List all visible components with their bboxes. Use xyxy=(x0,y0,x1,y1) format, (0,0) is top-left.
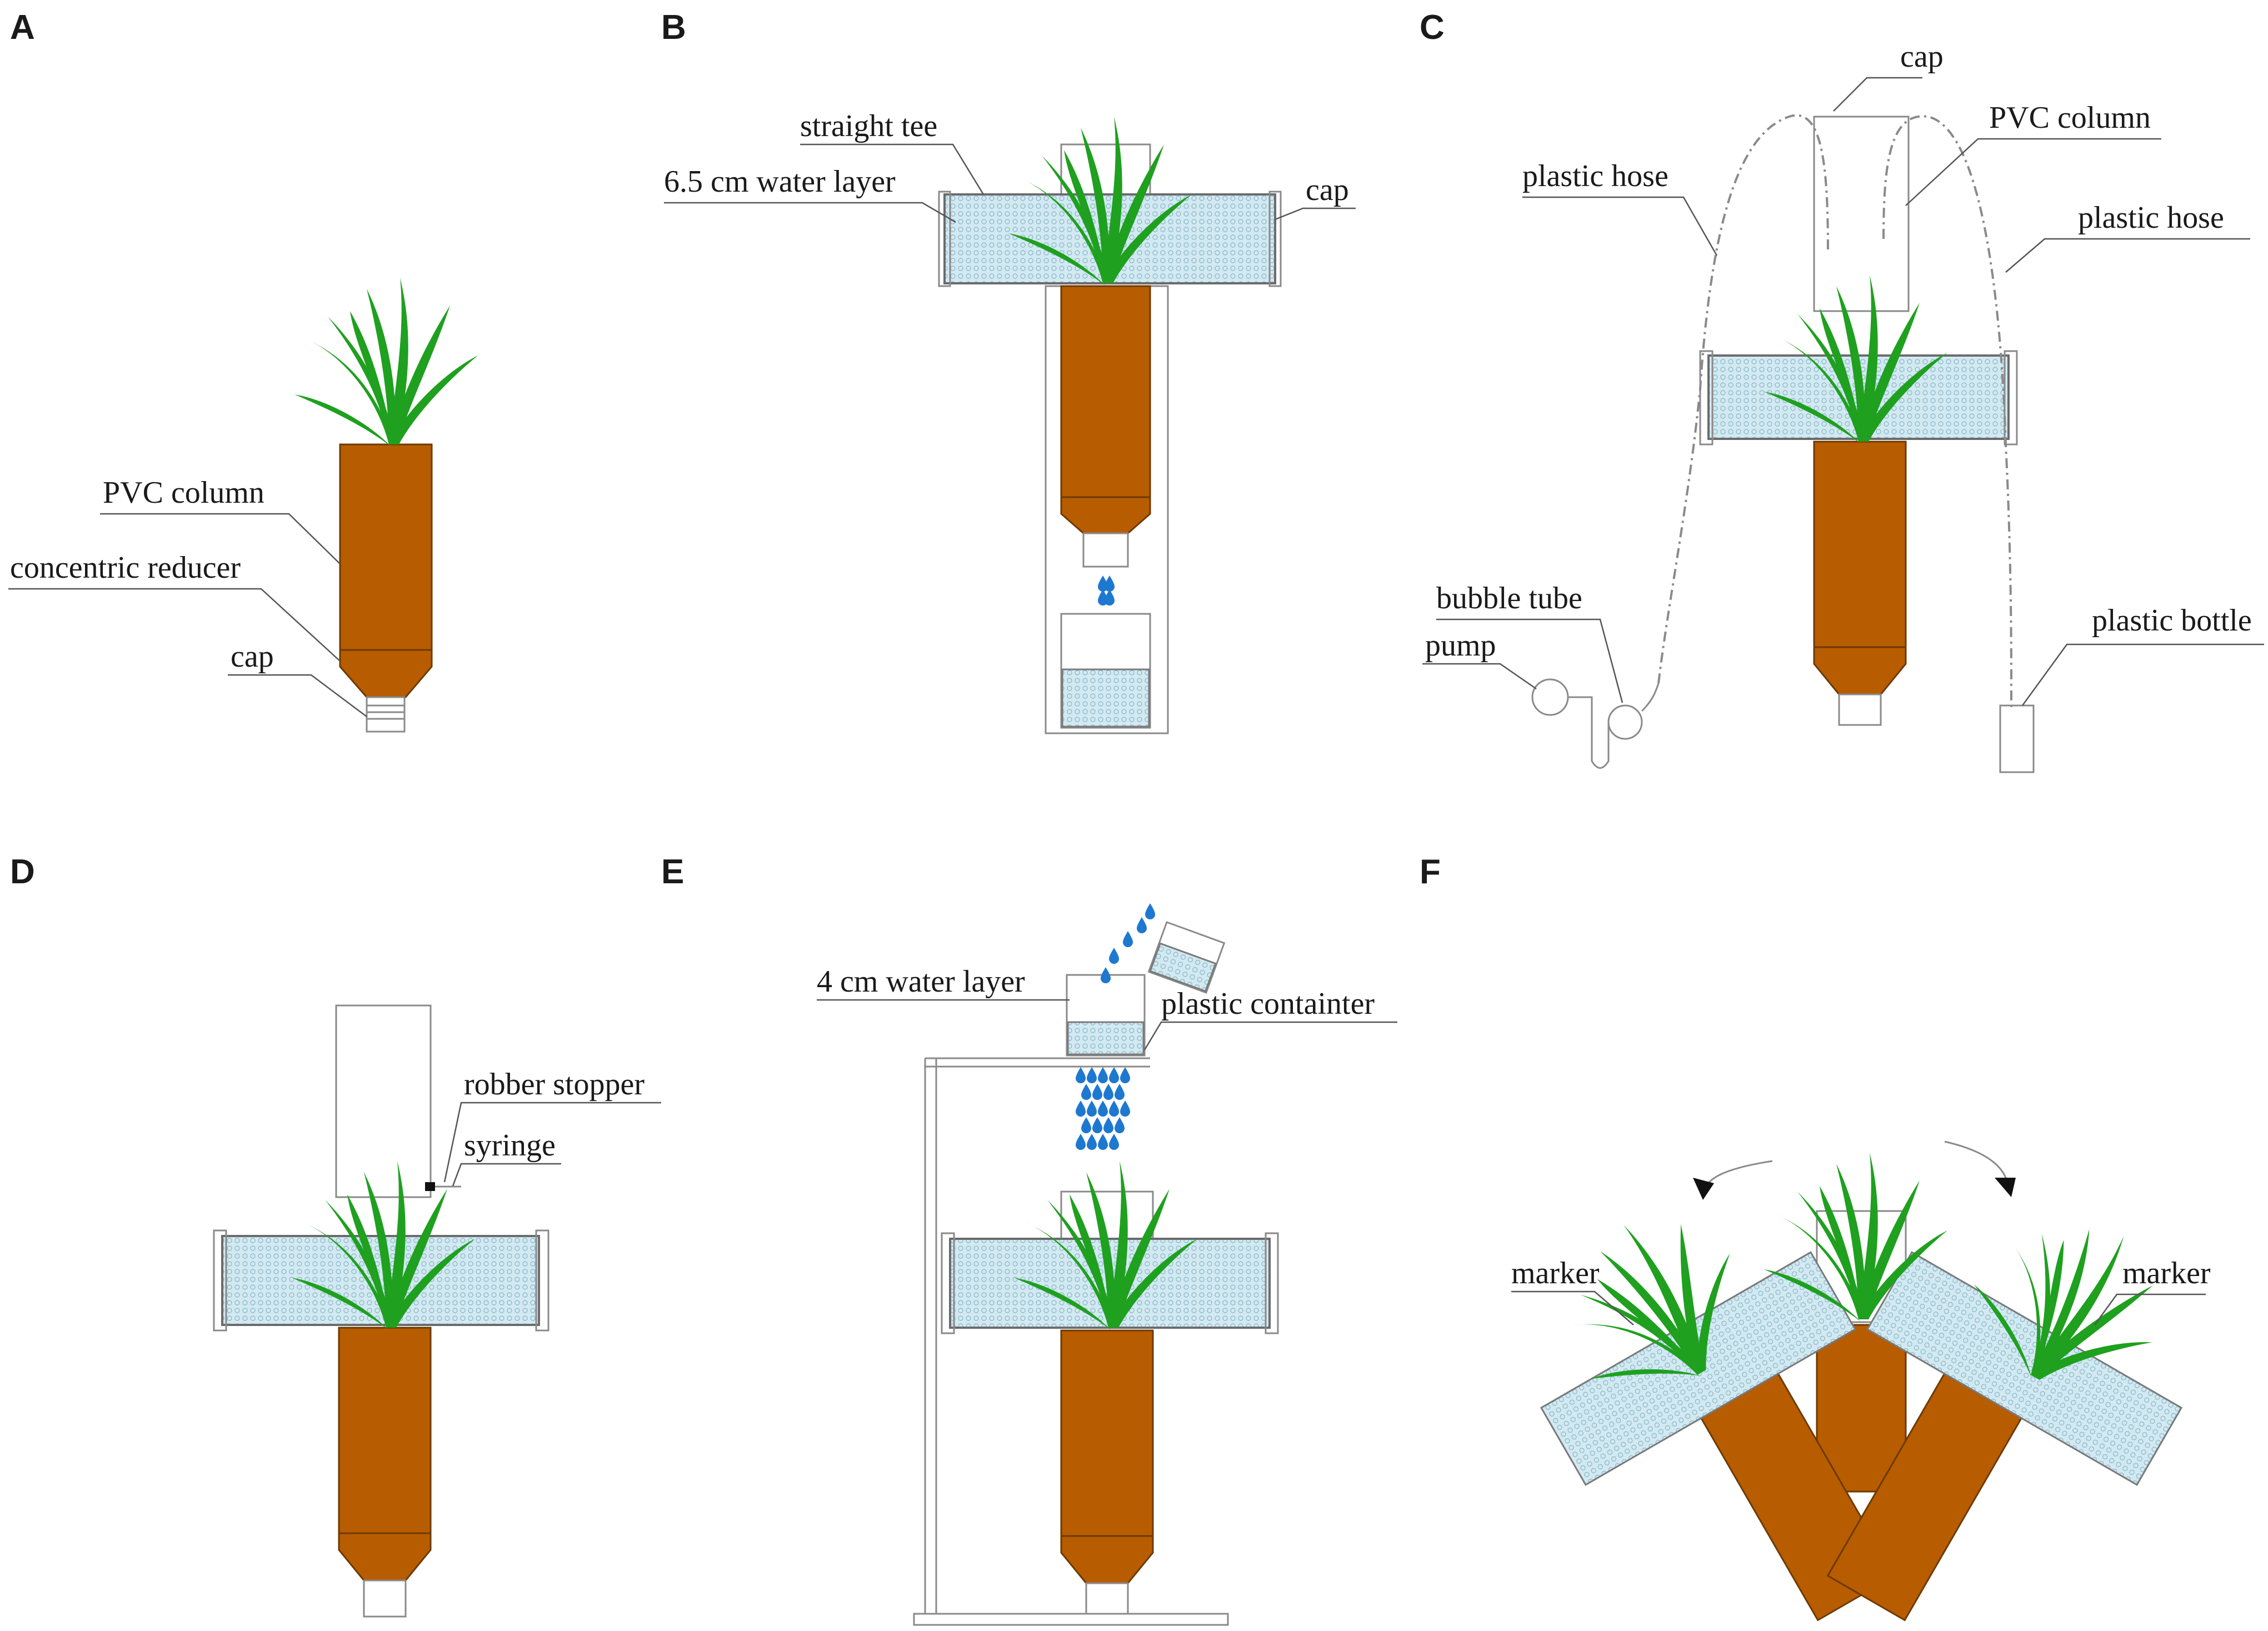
panel-label-e: E xyxy=(661,853,684,891)
label-bubble-tube: bubble tube xyxy=(1436,581,1582,616)
panel-label-f: F xyxy=(1420,853,1441,891)
collection-beaker xyxy=(1060,613,1151,729)
tilt-arrow-left xyxy=(1704,1160,1773,1195)
panel-b: straight tee 6.5 cm water layer cap xyxy=(664,109,1356,734)
label-pvc-column: PVC column xyxy=(103,476,264,510)
label-water-layer-b: 6.5 cm water layer xyxy=(664,164,896,199)
bottom-cap xyxy=(366,696,406,733)
label-pvc-column-c: PVC column xyxy=(1989,101,2151,135)
label-syringe: syringe xyxy=(464,1128,556,1163)
rain-drops xyxy=(1076,1067,1130,1150)
panel-label-a: A xyxy=(10,8,35,47)
soil-column xyxy=(1060,285,1151,498)
panel-c: cap PVC column plastic hose plastic hose… xyxy=(1422,39,2264,773)
label-concentric-reducer: concentric reducer xyxy=(10,551,241,585)
label-plastic-hose-right: plastic hose xyxy=(2078,201,2224,235)
label-cap-b: cap xyxy=(1306,173,1349,207)
concentric-reducer xyxy=(339,649,433,698)
label-marker-right: marker xyxy=(2122,1256,2211,1290)
plastic-hose-left xyxy=(1657,114,1829,684)
label-robber-stopper: robber stopper xyxy=(464,1067,645,1102)
panel-label-d: D xyxy=(10,853,35,891)
pump xyxy=(1531,678,1569,716)
panel-label-b: B xyxy=(661,8,686,47)
panel-e: 4 cm water layer plastic containter xyxy=(817,903,1397,1626)
rice-plant xyxy=(294,278,478,447)
plastic-hose-right xyxy=(1882,115,2012,712)
label-cap-c: cap xyxy=(1900,39,1944,74)
pvc-column-soil xyxy=(339,443,433,651)
stand xyxy=(924,1057,1150,1614)
label-cap-a: cap xyxy=(231,639,274,674)
panel-f: marker marker xyxy=(1511,1140,2211,1622)
bubble-tube xyxy=(1607,704,1643,740)
panel-label-c: C xyxy=(1420,8,1445,47)
label-plastic-bottle: plastic bottle xyxy=(2092,603,2252,638)
pouring-beaker xyxy=(1147,921,1226,994)
plastic-bottle xyxy=(1999,704,2035,773)
panel-d: robber stopper syringe xyxy=(213,1004,661,1618)
label-straight-tee: straight tee xyxy=(800,109,937,143)
rubber-stopper xyxy=(425,1182,435,1191)
label-plastic-hose-left: plastic hose xyxy=(1522,159,1668,193)
upper-pvc-column xyxy=(1813,116,1910,312)
label-pump: pump xyxy=(1425,628,1496,663)
label-marker-left: marker xyxy=(1511,1256,1600,1290)
label-plastic-container: plastic containter xyxy=(1161,987,1375,1021)
panel-a: PVC column concentric reducer cap xyxy=(8,278,478,733)
label-water-layer-e: 4 cm water layer xyxy=(817,964,1025,999)
